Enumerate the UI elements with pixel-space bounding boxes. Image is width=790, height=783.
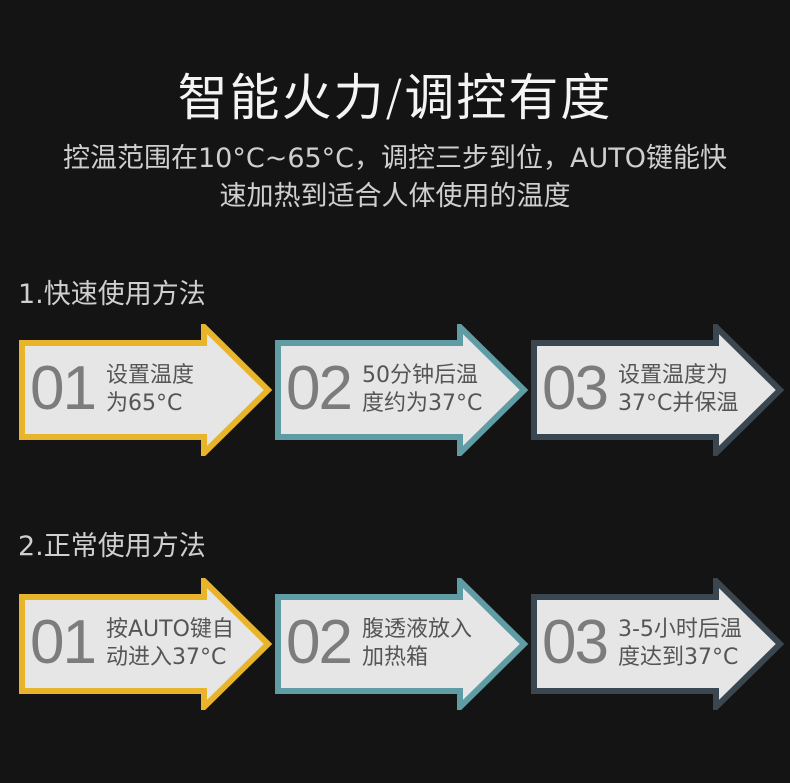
step-description: 腹透液放入 加热箱 (362, 616, 512, 672)
step-card-normal-3: 03 3-5小时后温 度达到37°C (530, 578, 788, 710)
step-card-quick-2: 02 50分钟后温 度约为37°C (274, 324, 532, 456)
step-number: 03 (542, 608, 609, 677)
section-label-normal: 2.正常使用方法 (18, 531, 206, 562)
arrow-shape (19, 578, 273, 710)
arrow-shape (531, 578, 785, 710)
step-text-line-2: 加热箱 (362, 645, 429, 670)
step-description: 3-5小时后温 度达到37°C (618, 616, 768, 672)
step-number: 01 (30, 608, 97, 677)
step-description: 按AUTO键自 动进入37°C (106, 616, 256, 672)
step-card-quick-3: 03 设置温度为 37°C并保温 (530, 324, 788, 456)
page-title: 智能火力/调控有度 (177, 69, 613, 127)
arrow-shape (275, 324, 529, 456)
step-text-line-1: 按AUTO键自 (106, 617, 234, 642)
step-description: 设置温度为 37°C并保温 (618, 362, 768, 418)
step-card-normal-1: 01 按AUTO键自 动进入37°C (18, 578, 276, 710)
step-description: 50分钟后温 度约为37°C (362, 362, 512, 418)
step-number: 01 (30, 354, 97, 423)
arrow-shape (275, 578, 529, 710)
step-card-quick-1: 01 设置温度 为65°C (18, 324, 276, 456)
subtitle-line-2: 速加热到适合人体使用的温度 (219, 181, 571, 212)
step-text-line-2: 动进入37°C (106, 645, 227, 670)
page-subtitle: 控温范围在10°C~65°C，调控三步到位，AUTO键能快 速加热到适合人体使用… (0, 140, 790, 216)
step-text-line-1: 50分钟后温 (362, 363, 478, 388)
subtitle-line-1: 控温范围在10°C~65°C，调控三步到位，AUTO键能快 (62, 143, 728, 174)
step-number: 03 (542, 354, 609, 423)
step-number: 02 (286, 354, 353, 423)
step-card-normal-2: 02 腹透液放入 加热箱 (274, 578, 532, 710)
step-text-line-1: 设置温度为 (618, 363, 729, 388)
step-description: 设置温度 为65°C (106, 362, 256, 418)
step-text-line-1: 3-5小时后温 (618, 617, 742, 642)
arrow-shape (531, 324, 785, 456)
step-text-line-2: 为65°C (106, 391, 183, 416)
step-text-line-1: 设置温度 (106, 363, 195, 388)
section-label-quick: 1.快速使用方法 (18, 279, 206, 310)
step-text-line-2: 度达到37°C (618, 645, 739, 670)
step-text-line-2: 37°C并保温 (618, 391, 739, 416)
arrow-shape (19, 324, 273, 456)
step-text-line-1: 腹透液放入 (362, 617, 473, 642)
step-text-line-2: 度约为37°C (362, 391, 483, 416)
step-number: 02 (286, 608, 353, 677)
